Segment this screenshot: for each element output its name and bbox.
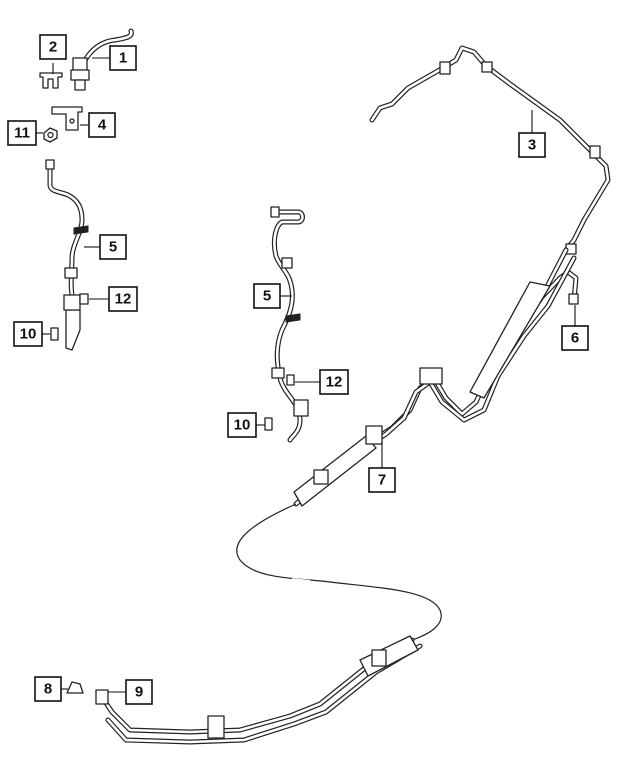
callout-12-middle-label: 12 <box>326 374 343 391</box>
callout-2: 2 <box>39 34 67 60</box>
callout-10-middle-label: 10 <box>234 417 251 434</box>
callout-8: 8 <box>34 676 62 702</box>
callout-5-left-label: 5 <box>109 239 117 256</box>
callout-5-left: 5 <box>99 234 127 260</box>
callout-6: 6 <box>561 325 589 351</box>
callout-12-middle: 12 <box>319 369 349 395</box>
callout-11: 11 <box>7 120 37 146</box>
part-10-left-bolt <box>50 327 59 341</box>
part-2-clip <box>39 72 63 89</box>
callout-10-middle: 10 <box>227 412 257 438</box>
part-8-grommet <box>66 681 84 694</box>
part-11-nut <box>43 127 58 143</box>
callout-2-label: 2 <box>49 39 57 56</box>
callout-9: 9 <box>125 679 153 705</box>
callout-10-left-label: 10 <box>20 326 37 343</box>
part-9-lower-line <box>95 635 423 745</box>
callout-8-label: 8 <box>44 681 52 698</box>
callout-7: 7 <box>368 467 396 493</box>
callout-4-label: 4 <box>98 117 107 134</box>
connector-curve <box>236 503 442 641</box>
callout-9-label: 9 <box>135 684 143 701</box>
part-5-left-wire <box>45 159 89 351</box>
part-5-middle-wire <box>270 206 309 443</box>
part-12-middle-nut <box>286 374 295 386</box>
callout-10-left: 10 <box>13 321 43 347</box>
callout-1-label: 1 <box>119 50 127 67</box>
part-7-main-line <box>293 247 577 507</box>
part-3-upper-line <box>369 45 611 255</box>
part-1-hose <box>70 28 134 91</box>
callout-4: 4 <box>88 112 116 138</box>
callout-12-left: 12 <box>108 286 138 312</box>
callout-11-label: 11 <box>14 125 30 142</box>
callout-6-label: 6 <box>571 330 579 347</box>
callout-5-middle: 5 <box>253 283 281 309</box>
part-4-bracket <box>51 106 83 131</box>
callout-12-left-label: 12 <box>115 291 132 308</box>
callout-3-label: 3 <box>528 137 536 154</box>
callout-7-label: 7 <box>378 472 386 489</box>
callout-3: 3 <box>518 132 546 158</box>
callout-1: 1 <box>109 45 137 71</box>
callout-5-middle-label: 5 <box>263 288 271 305</box>
part-12-left-nut <box>79 293 89 305</box>
part-10-middle-bolt <box>264 417 273 431</box>
leader-lines <box>36 57 576 693</box>
